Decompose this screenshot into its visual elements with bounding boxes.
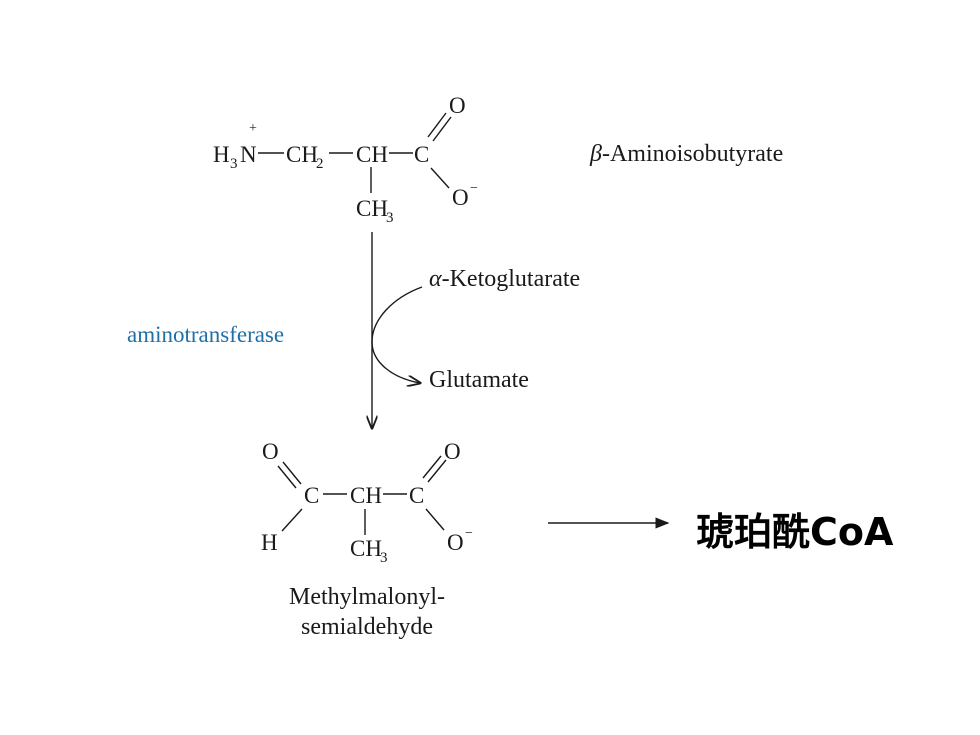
bond-c-h — [281, 508, 303, 532]
atom-ch2: CH — [286, 142, 318, 167]
intermediate-structure: O C H CH C O O − CH 3 — [261, 439, 473, 566]
atom-h: H — [213, 142, 230, 167]
bond-c-o-single — [430, 167, 450, 189]
atom-h-subscript: 3 — [230, 156, 238, 172]
bond-c-o-right-b — [427, 459, 447, 483]
intermediate-name-line1: Methylmalonyl- — [289, 584, 445, 610]
atom-ch3: CH — [350, 536, 382, 561]
atom-o-left: O — [262, 439, 279, 464]
atom-ch3-subscript: 3 — [380, 550, 388, 566]
atom-n: N — [240, 142, 257, 167]
enzyme-label: aminotransferase — [127, 322, 284, 347]
atom-c-left: C — [304, 483, 319, 508]
bond-c-o-double-a — [427, 112, 447, 138]
substrate-name: β-Aminoisobutyrate — [589, 141, 783, 167]
bond-o-c-left-a — [282, 461, 302, 485]
intermediate-name-line2: semialdehyde — [301, 614, 433, 640]
bond-c-o-right-a — [422, 455, 442, 479]
charge-minus: − — [470, 181, 478, 196]
atom-c: C — [414, 142, 429, 167]
atom-h-left: H — [261, 530, 278, 555]
bond-o-c-left-b — [277, 465, 297, 489]
atom-ch2-subscript: 2 — [316, 156, 324, 172]
charge-minus: − — [465, 526, 473, 541]
bond-c-o-double-b — [432, 116, 452, 142]
atom-o-double: O — [449, 93, 466, 118]
substrate-name-rest: -Aminoisobutyrate — [602, 141, 783, 167]
cosubstrate-in: α-Ketoglutarate — [429, 266, 580, 292]
cosubstrate-out: Glutamate — [429, 367, 529, 393]
cosubstrate-in-greek: α — [429, 266, 442, 292]
final-product-label: 琥珀酰CoA — [696, 510, 894, 554]
atom-ch: CH — [356, 142, 388, 167]
cosubstrate-in-rest: -Ketoglutarate — [442, 266, 581, 292]
atom-c-right: C — [409, 483, 424, 508]
substrate-structure: H 3 N + CH 2 CH C O O − CH 3 — [213, 93, 478, 226]
bond-c-o-minus — [425, 508, 445, 531]
atom-ch3: CH — [356, 196, 388, 221]
atom-o-minus: O — [452, 185, 469, 210]
substrate-name-greek: β — [589, 141, 602, 167]
atom-o-right: O — [444, 439, 461, 464]
atom-ch-mid: CH — [350, 483, 382, 508]
atom-ch3-subscript: 3 — [386, 210, 394, 226]
charge-plus: + — [249, 121, 257, 136]
atom-o-minus: O — [447, 530, 464, 555]
cosubstrate-curved-arrow — [371, 286, 422, 383]
